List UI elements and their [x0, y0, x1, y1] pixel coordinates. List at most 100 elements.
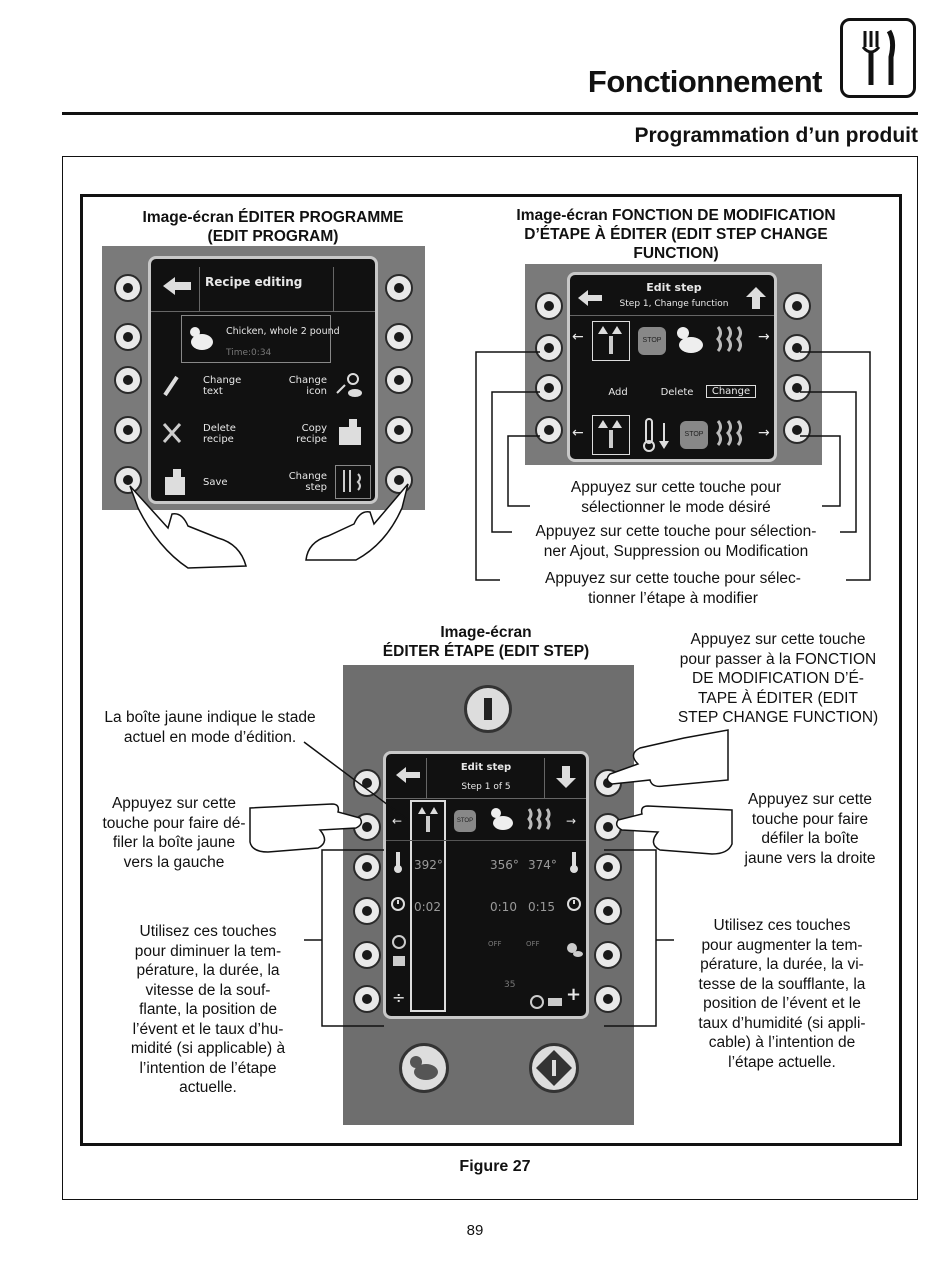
time-value-2: 0:10: [490, 900, 517, 914]
note-select-step: Appuyez sur cette touche pour sélec- tio…: [545, 570, 801, 607]
save-label[interactable]: Save: [203, 477, 228, 488]
pointer-line: [303, 741, 409, 821]
right-softkey-4[interactable]: [385, 416, 413, 444]
right-softkey-2[interactable]: [385, 323, 413, 351]
start-button[interactable]: [529, 1043, 579, 1093]
thermometer-icon: [392, 850, 404, 874]
left-softkey-1[interactable]: [353, 769, 381, 797]
left-softkey-6[interactable]: [353, 985, 381, 1013]
left-softkey-2[interactable]: [114, 323, 142, 351]
right-arrow-icon: →: [758, 425, 770, 441]
stop-icon: STOP: [638, 327, 666, 355]
recipe-name: Chicken, whole 2 pound: [226, 326, 340, 337]
right-softkey-6[interactable]: [594, 985, 622, 1013]
note-add-delete: Appuyez sur cette touche pour sélection-…: [535, 523, 817, 560]
left-softkey-5[interactable]: [353, 941, 381, 969]
pointing-hand-right-icon: [604, 800, 734, 858]
right-softkey-3[interactable]: [385, 366, 413, 394]
callout-lines: [475, 351, 871, 581]
right-softkey-1[interactable]: [385, 274, 413, 302]
left-arrow-icon: ←: [572, 329, 584, 345]
figure-inner-frame: [80, 194, 902, 1146]
heat-icon: [592, 321, 630, 361]
chicken-icon: [410, 1056, 438, 1080]
thermometer-icon: [568, 850, 580, 874]
steps-icon: [335, 465, 371, 499]
back-arrow-icon[interactable]: [159, 273, 195, 299]
delete-option[interactable]: Delete: [660, 387, 694, 398]
back-arrow-icon[interactable]: [392, 764, 424, 786]
down-arrow-icon[interactable]: [552, 764, 580, 790]
yellow-selection-box: [410, 800, 446, 1012]
off-value-1: OFF: [488, 940, 502, 948]
edit-program-caption: Image-écran ÉDITER PROGRAMME (EDIT PROGR…: [142, 209, 404, 245]
pointing-hand-left-icon: [248, 798, 364, 856]
left-softkey-5[interactable]: [114, 466, 142, 494]
figure-frame: [62, 156, 918, 1200]
change-option[interactable]: Change: [706, 385, 756, 398]
right-softkey-4[interactable]: [783, 416, 811, 444]
add-option[interactable]: Add: [608, 387, 628, 398]
change-step-label[interactable]: Change step: [288, 471, 327, 493]
right-softkey-3[interactable]: [783, 374, 811, 402]
left-softkey-3[interactable]: [535, 374, 563, 402]
screen-subtitle: Step 1, Change function: [619, 299, 729, 309]
left-arrow-icon: ←: [392, 814, 403, 828]
back-arrow-icon[interactable]: [574, 287, 606, 309]
chicken-icon: [186, 322, 216, 352]
clock-icon: [390, 896, 406, 912]
power-icon: [484, 698, 492, 720]
right-softkey-4[interactable]: [594, 897, 622, 925]
pointing-hand-right-icon: [304, 478, 412, 562]
recipe-card[interactable]: Chicken, whole 2 pound Time:0:34: [181, 315, 340, 363]
note-yellow-box: La boîte jaune indique le stade actuel e…: [104, 709, 316, 746]
left-softkey-3[interactable]: [114, 366, 142, 394]
bracket-lines: [304, 849, 674, 1027]
pen-icon: [161, 373, 183, 397]
recipe-time: Time:0:34: [226, 348, 272, 358]
left-softkey-4[interactable]: [535, 416, 563, 444]
chicken-icon: [674, 323, 706, 357]
right-arrow-icon: →: [566, 814, 577, 828]
right-softkey-5[interactable]: [385, 466, 413, 494]
left-softkey-3[interactable]: [353, 853, 381, 881]
delete-recipe-label[interactable]: Delete recipe: [203, 423, 236, 445]
delete-x-icon: [161, 421, 183, 445]
page-section-title: Fonctionnement: [587, 64, 823, 99]
save-folder-icon: [163, 467, 187, 497]
right-softkey-5[interactable]: [594, 941, 622, 969]
change-text-label[interactable]: Change text: [203, 375, 242, 397]
copy-recipe-label[interactable]: Copy recipe: [296, 423, 327, 445]
header-rule: [62, 112, 918, 115]
left-softkey-1[interactable]: [114, 274, 142, 302]
left-softkey-4[interactable]: [353, 897, 381, 925]
up-arrow-icon[interactable]: [742, 285, 770, 311]
page-subtitle: Programmation d’un produit: [634, 124, 919, 147]
fan-vent-icon: [390, 934, 408, 970]
right-softkey-2[interactable]: [783, 334, 811, 362]
figure-label: Figure 27: [459, 1158, 531, 1175]
edit-step-screenshot: Edit step Step 1 of 5 ← STOP → 392° 356°…: [343, 665, 634, 1125]
utensils-icon: [840, 18, 916, 98]
heat-icon: [592, 415, 630, 455]
icons-icon: [333, 371, 363, 399]
edit-program-screenshot: Recipe editing Chicken, whole 2 pound Ti…: [102, 246, 425, 510]
temp-value-1: 392°: [414, 858, 443, 872]
cook-mode-button[interactable]: [399, 1043, 449, 1093]
edit-step-change-caption: Image-écran FONCTION DE MODIFICATION D’É…: [516, 207, 836, 262]
left-softkey-1[interactable]: [535, 292, 563, 320]
copy-folder-icon: [337, 417, 363, 447]
change-icon-label[interactable]: Change icon: [288, 375, 327, 397]
left-softkey-2[interactable]: [535, 334, 563, 362]
heat-icon: [414, 804, 442, 836]
right-softkey-1[interactable]: [783, 292, 811, 320]
steam-icon: [712, 417, 752, 451]
edit-program-lcd: Recipe editing Chicken, whole 2 pound Ti…: [148, 256, 378, 504]
diamond-start-icon: [536, 1050, 572, 1086]
left-softkey-4[interactable]: [114, 416, 142, 444]
right-softkey-3[interactable]: [594, 853, 622, 881]
steam-icon: [712, 323, 752, 357]
power-button[interactable]: [464, 685, 512, 733]
stop-icon: STOP: [454, 810, 476, 832]
pointing-hand-right-icon: [604, 726, 730, 790]
